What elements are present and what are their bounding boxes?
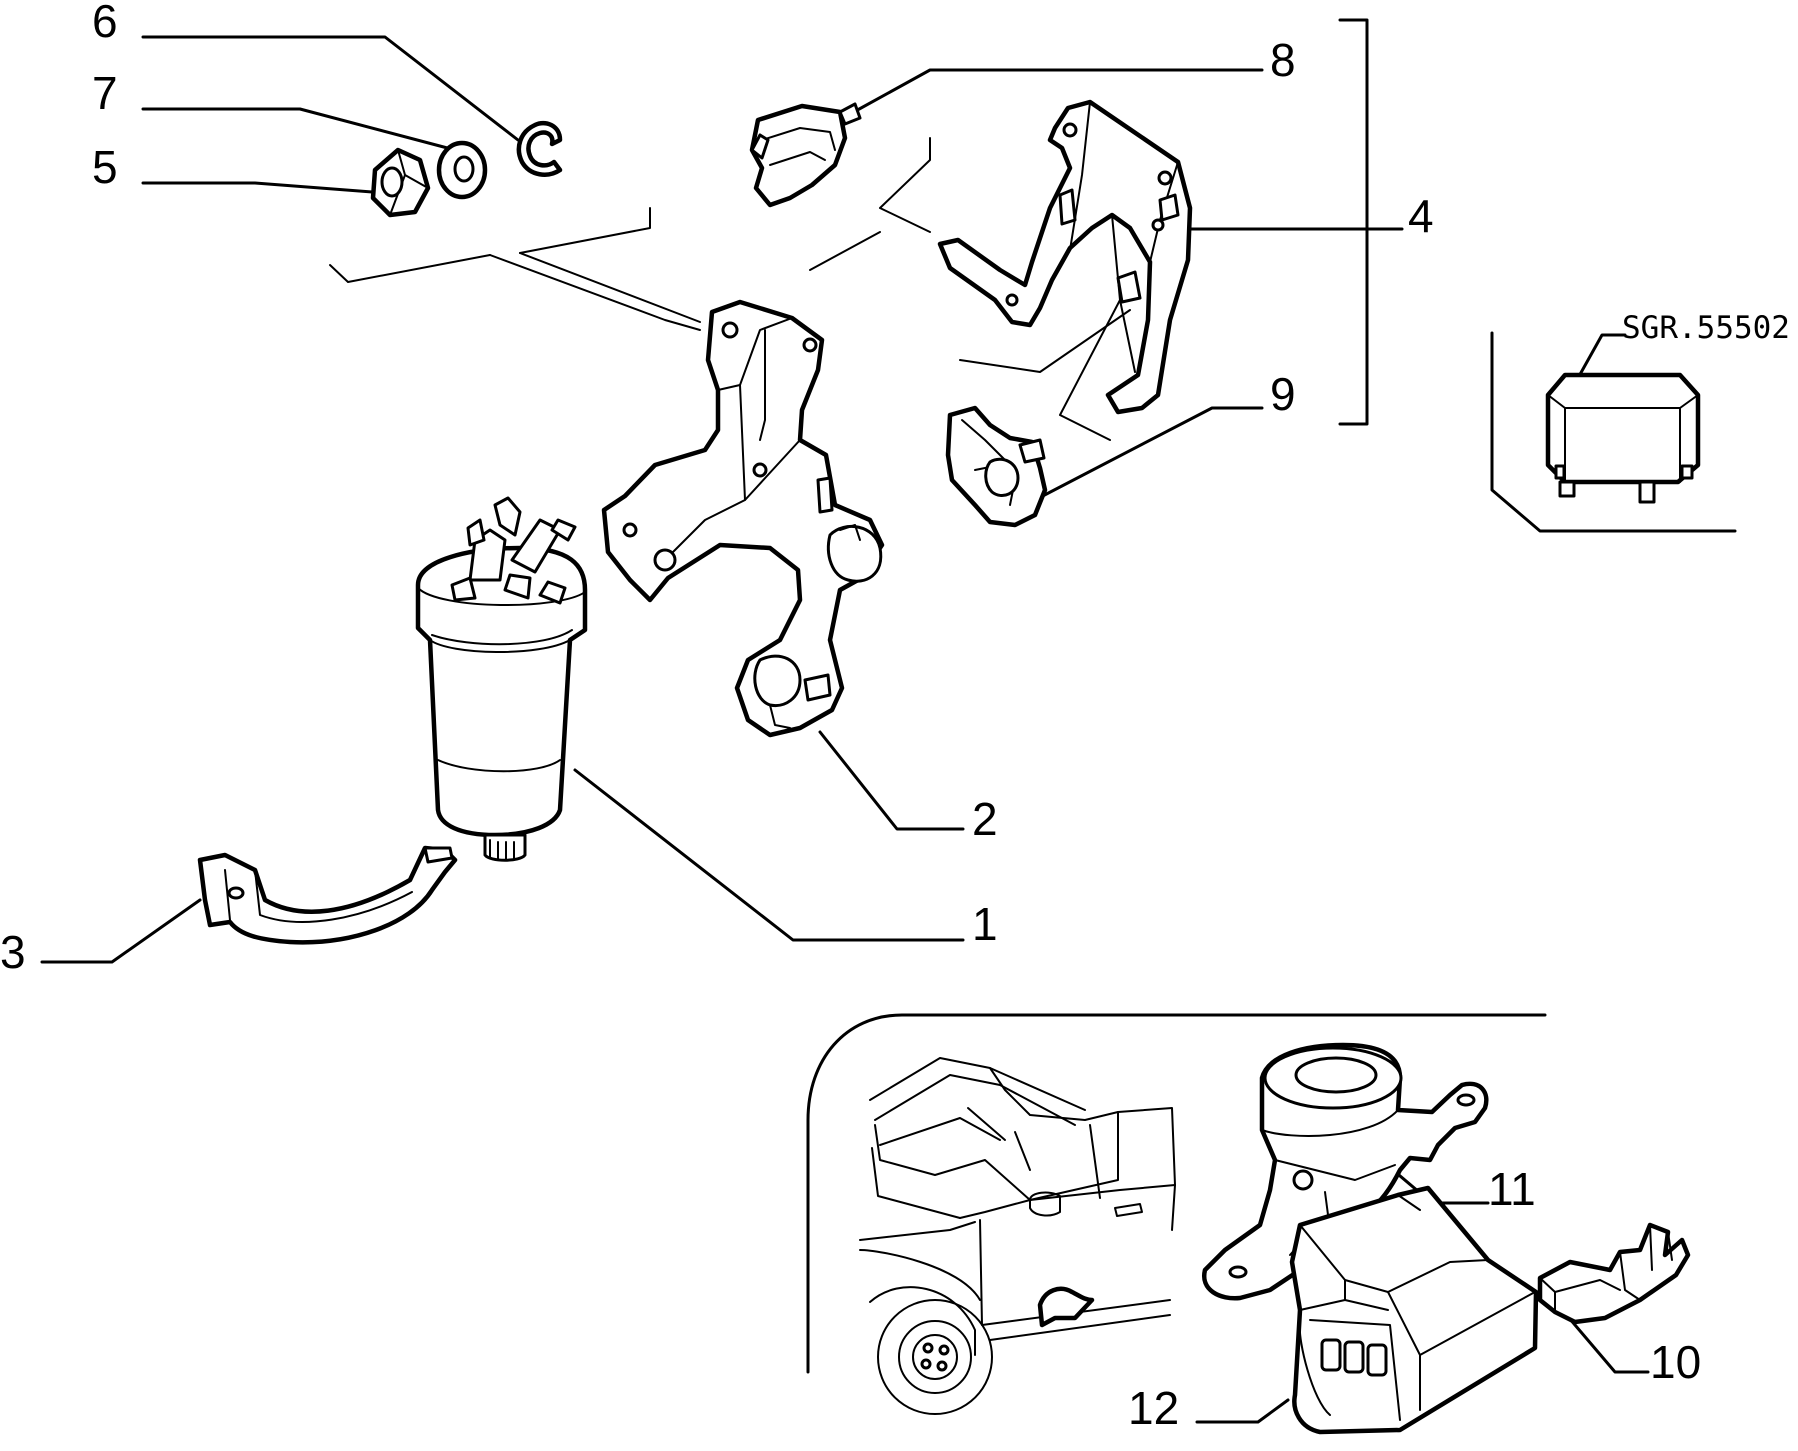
label-4: 4 [1408,190,1434,242]
label-7: 7 [92,67,118,119]
label-11: 11 [1488,1163,1536,1215]
clip-part-8 [749,102,862,208]
assembly-guide-lines [329,137,1131,441]
car-door-view [859,1057,1176,1415]
reference-code: SGR.55502 [1622,310,1790,346]
nut-part-5 [370,147,431,218]
filter-clamp-part-3 [197,845,458,945]
label-10: 10 [1650,1336,1701,1388]
label-2: 2 [972,793,998,845]
fuel-filter-part-1 [415,496,588,862]
connector-part-12 [1289,1185,1539,1435]
relay-reference: SGR.55502 [1490,310,1790,533]
detail-box [806,1013,1547,1374]
filter-bracket-part-2 [601,299,885,738]
filler-housing-part-11 [1202,1042,1489,1301]
label-8: 8 [1270,34,1296,86]
label-12: 12 [1128,1382,1179,1434]
label-1: 1 [972,898,998,950]
bracket-part-4 [937,99,1193,415]
washer-part-7 [436,140,488,200]
leader-lines [40,18,1650,1424]
label-6: 6 [92,0,118,47]
callout-labels: 6 7 5 8 4 9 2 1 3 11 10 12 [0,0,1701,1434]
label-9: 9 [1270,368,1296,420]
label-5: 5 [92,141,118,193]
clip-part-9 [945,405,1048,528]
circlip-part-6 [516,120,563,177]
terminal-part-10 [1537,1222,1691,1325]
label-3: 3 [0,926,26,978]
